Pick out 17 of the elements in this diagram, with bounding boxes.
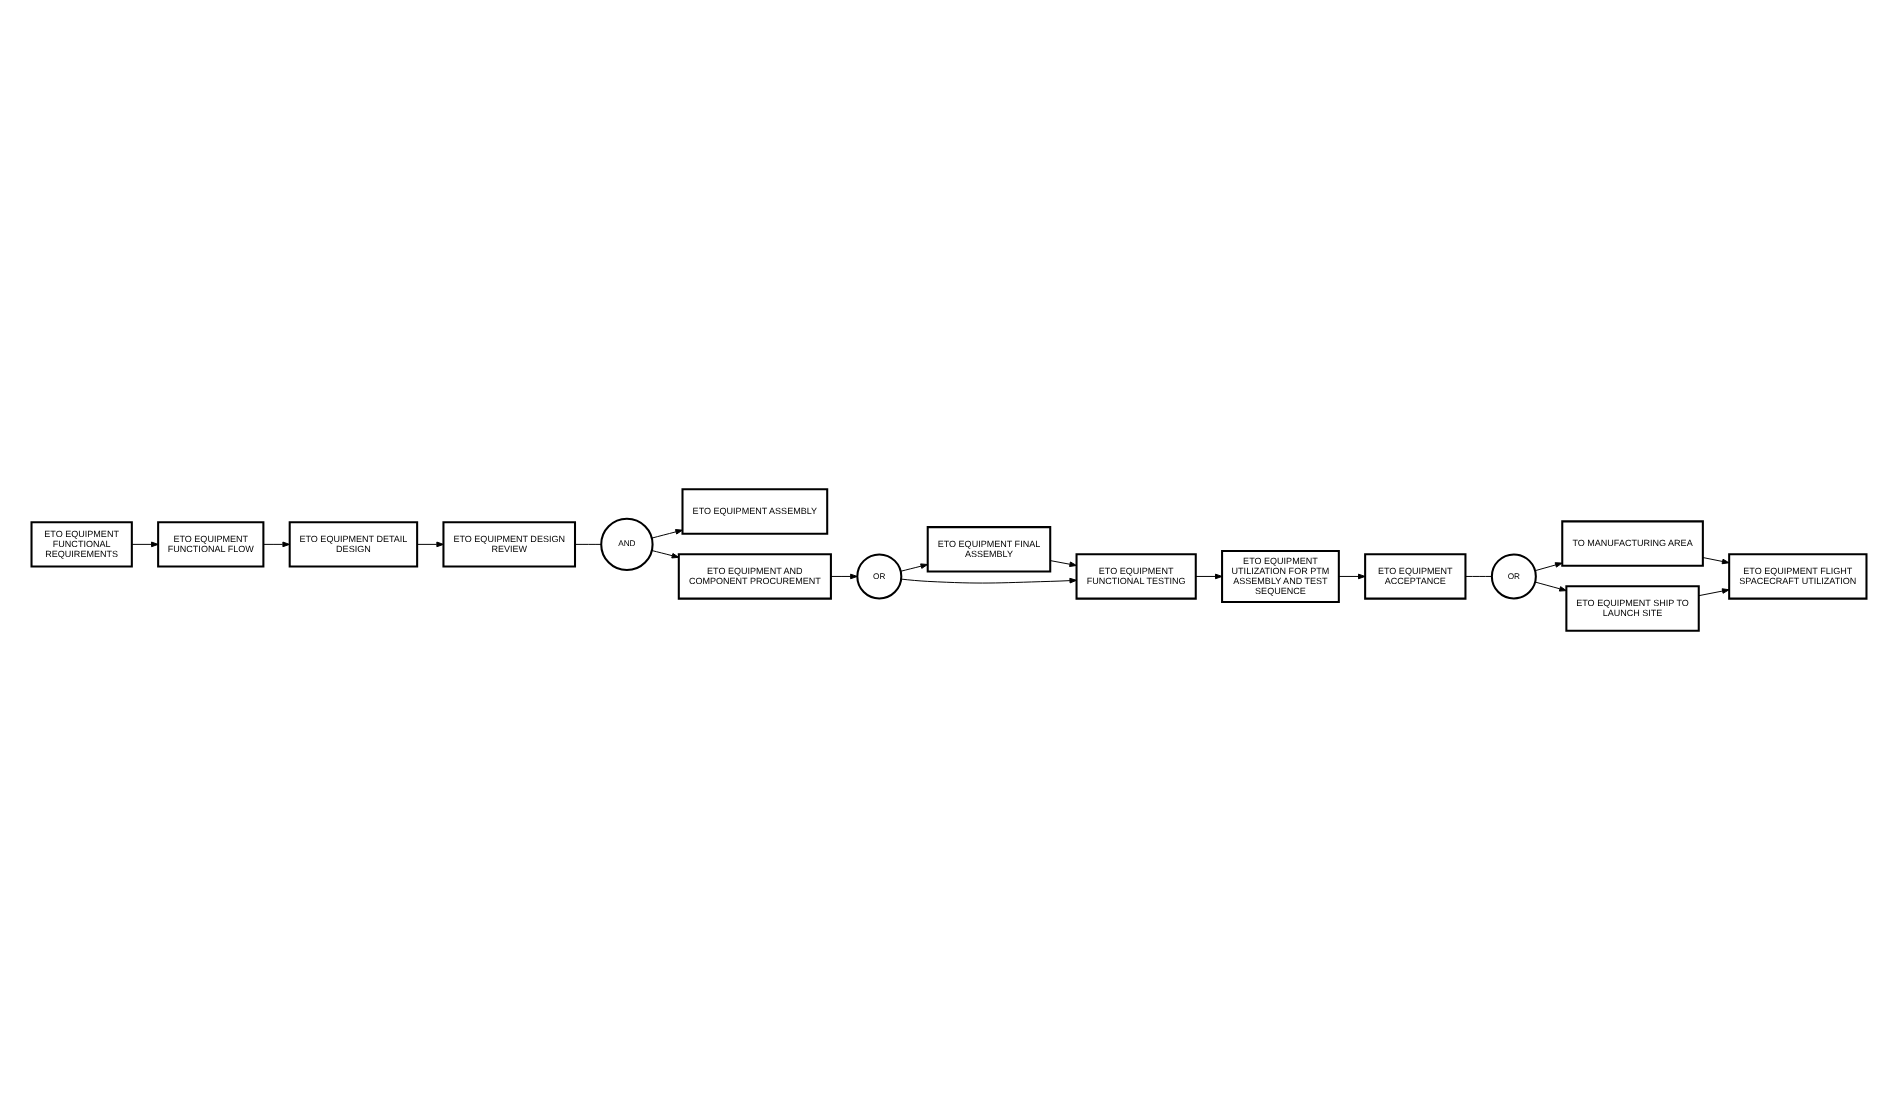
connector xyxy=(574,543,602,545)
arrow xyxy=(1534,562,1563,572)
arrow xyxy=(651,529,683,539)
arrow xyxy=(1049,560,1077,568)
arrow xyxy=(651,550,680,559)
arrow xyxy=(900,577,1077,584)
arrow xyxy=(1534,581,1567,592)
arrow xyxy=(131,541,159,548)
connector xyxy=(1465,575,1493,577)
arrow xyxy=(416,541,444,548)
arrow xyxy=(1195,573,1223,580)
arrow xyxy=(1698,588,1730,597)
arrow xyxy=(900,563,929,572)
arrow xyxy=(1338,573,1366,580)
arrow xyxy=(263,541,290,548)
arrow xyxy=(830,573,858,580)
arrow xyxy=(1702,557,1730,565)
